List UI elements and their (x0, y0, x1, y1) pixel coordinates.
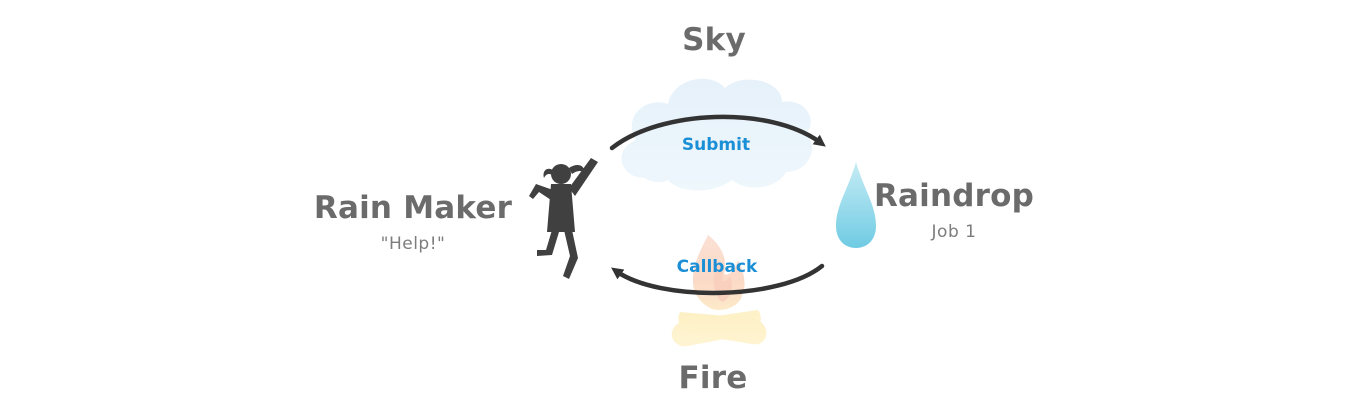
cloud-icon (621, 78, 813, 191)
submit-arrow (609, 114, 826, 151)
raindrop-caption: Job 1 (931, 222, 977, 242)
submit-edge-label: Submit (681, 135, 751, 155)
callback-edge-label: Callback (676, 257, 758, 277)
raindrop-label: Raindrop (873, 178, 1035, 214)
rain-maker-caption: "Help!" (380, 234, 446, 254)
rain-maker-label: Rain Maker (313, 190, 513, 226)
callback-arrow (611, 263, 825, 296)
person-jumping-icon (529, 158, 598, 279)
fire-label: Fire (678, 360, 748, 396)
raindrop-icon (836, 162, 876, 248)
sky-label: Sky (682, 22, 746, 58)
